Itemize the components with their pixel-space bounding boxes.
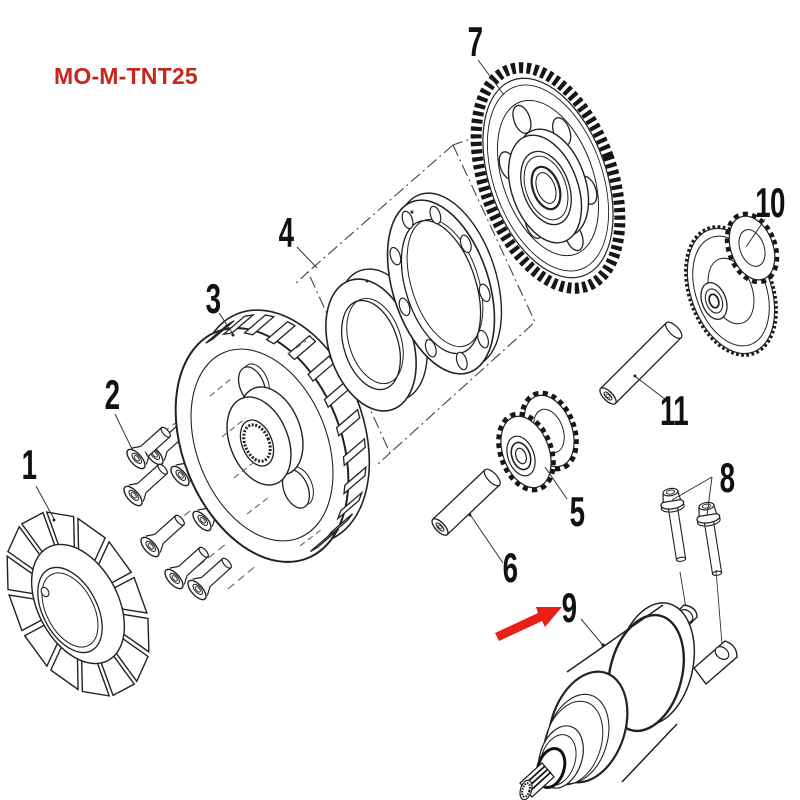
diagram-code: MO-M-TNT25 xyxy=(54,63,198,89)
part-label-9: 9 xyxy=(561,584,577,631)
flywheel-rim-slot xyxy=(342,437,366,467)
flywheel-rim-slot xyxy=(243,314,276,336)
flywheel-rim-slot xyxy=(205,320,235,344)
ring-bolt-hole xyxy=(477,329,490,349)
ring-bolt-hole xyxy=(424,338,437,358)
part-label-8: 8 xyxy=(719,454,735,501)
surface-dash-line xyxy=(287,340,307,355)
ring-bolt-hole xyxy=(389,246,402,266)
pin-6 xyxy=(431,468,501,536)
part-label-5: 5 xyxy=(569,488,585,535)
flywheel-rim-slot xyxy=(265,320,297,345)
one-way-clutch-ring xyxy=(386,192,503,375)
flywheel-rim-slot xyxy=(221,314,256,336)
surface-dash-line xyxy=(246,496,270,515)
alignment-dash-line xyxy=(227,563,259,590)
output-gear-double xyxy=(684,211,780,357)
ring-bolt-hole xyxy=(429,205,442,225)
part-label-11: 11 xyxy=(660,387,689,434)
flywheel-rotor xyxy=(174,309,371,563)
ring-bolt-hole xyxy=(455,351,468,371)
ring-bolt-hole xyxy=(398,297,411,317)
flywheel-rim-slot xyxy=(343,465,367,496)
flywheel-spline-bore xyxy=(242,423,272,463)
starter-motor xyxy=(519,602,738,800)
part-label-3: 3 xyxy=(205,275,221,322)
stator-mount-hole xyxy=(40,586,50,598)
motor-bolts-group xyxy=(657,486,730,645)
pin-11 xyxy=(599,321,683,405)
motor-lug xyxy=(693,640,738,686)
part-label-4: 4 xyxy=(278,209,294,256)
part-label-10: 10 xyxy=(755,179,785,226)
part-label-6: 6 xyxy=(502,544,518,591)
surface-dash-line xyxy=(299,528,323,547)
ring-bolt-hole xyxy=(401,210,414,230)
leader-lines xyxy=(35,59,766,647)
part-label-1: 1 xyxy=(21,441,37,488)
surface-dash-line xyxy=(221,417,247,438)
stator-assembly xyxy=(6,511,150,697)
bolt-guide-lines xyxy=(679,569,723,645)
flywheel-rim-slot xyxy=(335,408,361,437)
idler-gear-double xyxy=(496,390,579,493)
part-label-7: 7 xyxy=(467,18,483,65)
surface-dash-line xyxy=(209,377,233,397)
ring-bolt-hole xyxy=(478,283,491,303)
flywheel-rim-slot xyxy=(309,528,340,553)
part-label-2: 2 xyxy=(104,371,120,418)
surface-dash-line xyxy=(233,458,259,479)
surface-hatch-lines xyxy=(209,340,323,547)
ring-bolt-hole xyxy=(459,234,472,254)
red-pointer-arrow-icon xyxy=(495,607,562,641)
starter-driven-gear xyxy=(470,62,626,294)
flywheel-rim-slot xyxy=(336,490,364,521)
